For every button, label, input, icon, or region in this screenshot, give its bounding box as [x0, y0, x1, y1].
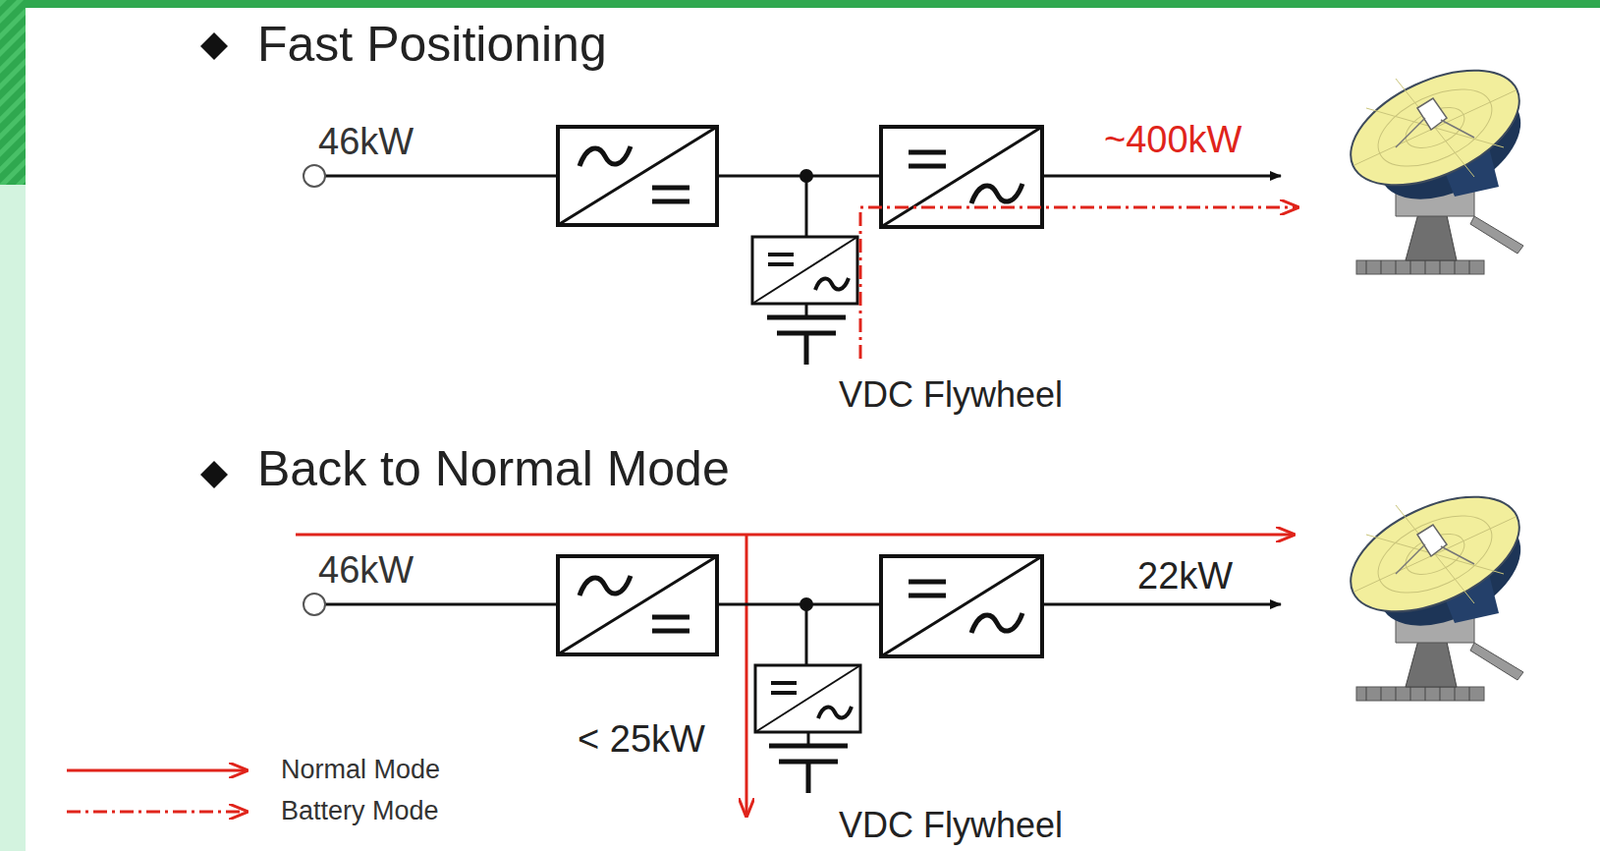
power-value: 22kW: [1137, 555, 1233, 598]
legend-text: Battery Mode: [280, 796, 440, 827]
bullet: [200, 460, 228, 489]
power-value: ~400kW: [1103, 119, 1242, 162]
power-value: 46kW: [318, 550, 414, 592]
legend-text: Normal Mode: [280, 755, 441, 785]
storage-label: VDC Flywheel: [838, 805, 1063, 845]
power-value: 46kW: [318, 121, 414, 164]
section-heading: Back to Normal Mode: [257, 441, 730, 497]
frame-bar: [0, 0, 1600, 8]
frame-strip: [0, 184, 26, 851]
circuit-normal: [295, 473, 1539, 817]
circuit-fast: [303, 47, 1539, 365]
section-heading: Fast Positioning: [257, 17, 607, 72]
frame-corner: [0, 0, 26, 185]
legend-sample: [66, 810, 248, 814]
storage-label: VDC Flywheel: [838, 375, 1063, 415]
bullet: [200, 32, 228, 60]
legend-sample: [66, 769, 248, 773]
power-value: < 25kW: [577, 718, 706, 761]
